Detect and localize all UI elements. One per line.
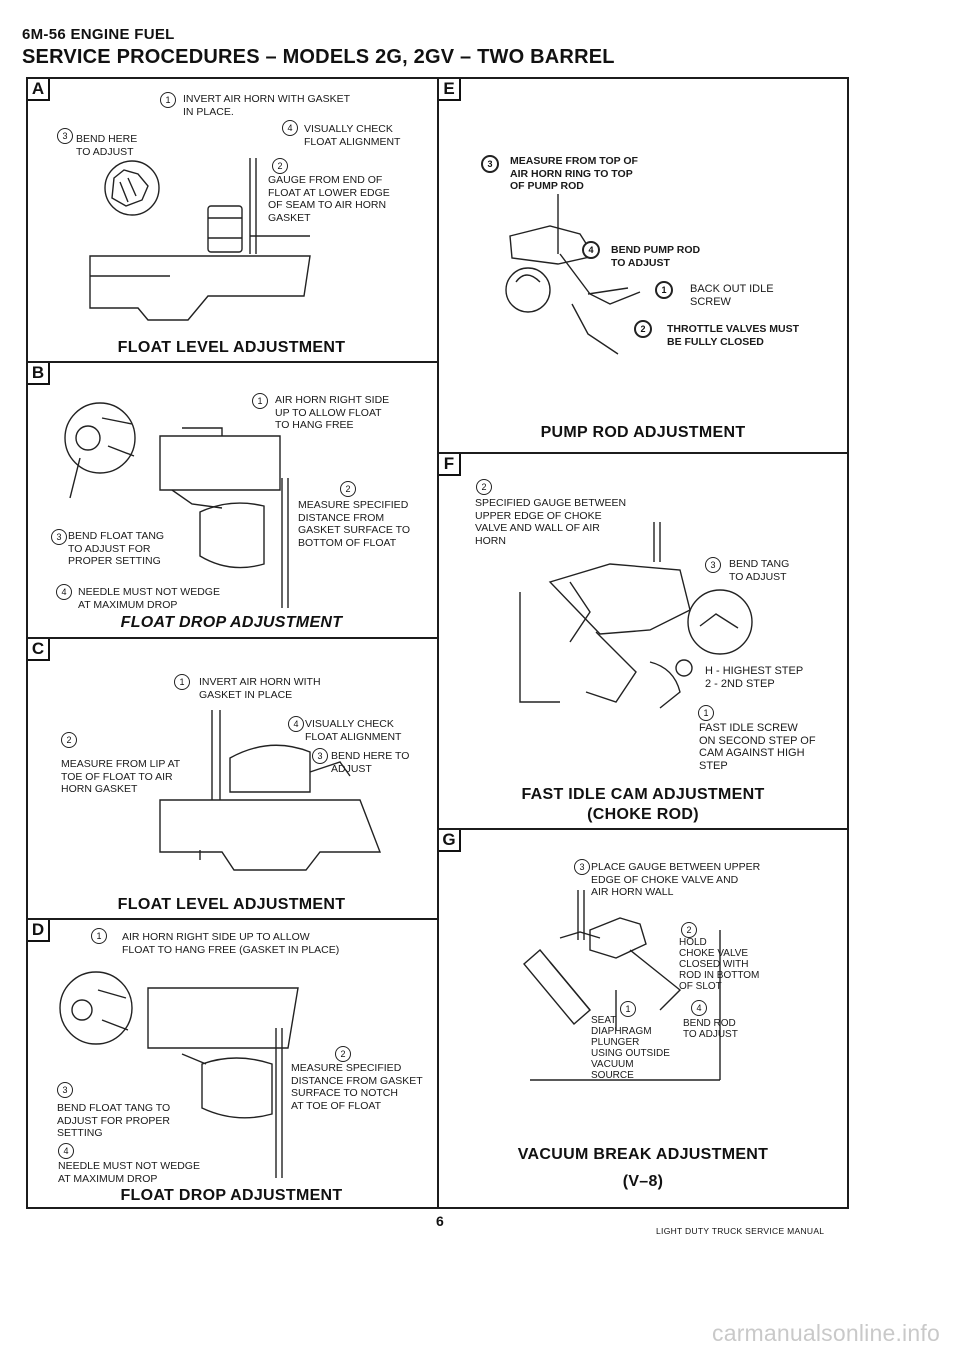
callout-number: 4 [58, 1143, 74, 1159]
panel-letter-f: F [439, 454, 461, 476]
callout-number: 4 [282, 120, 298, 136]
callout-text: MEASURE FROM LIP AT TOE OF FLOAT TO AIR … [61, 758, 181, 795]
panel-title-c: FLOAT LEVEL ADJUSTMENT [117, 896, 346, 913]
callout-text: VISUALLY CHECK FLOAT ALIGNMENT [305, 718, 402, 743]
divider-a-b [26, 361, 437, 363]
vacuum-break-illustration-g [520, 890, 760, 1080]
callout-text: NEEDLE MUST NOT WEDGE AT MAXIMUM DROP [78, 586, 220, 611]
callout-number: 2 [335, 1046, 351, 1062]
divider-e-f [437, 452, 849, 454]
callout-text: BACK OUT IDLE SCREW [690, 283, 774, 308]
panel-title-a: FLOAT LEVEL ADJUSTMENT [117, 339, 346, 356]
panel-letter-e: E [439, 79, 461, 101]
callout-number: 3 [57, 128, 73, 144]
callout-number: 2 [340, 481, 356, 497]
watermark: carmanualsonline.info [712, 1320, 940, 1346]
callout-number: 3 [705, 557, 721, 573]
callout-number: 2 [272, 158, 288, 174]
callout-number: 4 [691, 1000, 707, 1016]
divider-b-c [26, 637, 437, 639]
column-divider [437, 77, 439, 1209]
callout-number: 2 [634, 320, 652, 338]
panel-title-d: FLOAT DROP ADJUSTMENT [120, 1187, 343, 1204]
callout-number: 3 [481, 155, 499, 173]
callout-text: BEND FLOAT TANG TO ADJUST FOR PROPER SET… [68, 530, 165, 567]
callout-text: PLACE GAUGE BETWEEN UPPER EDGE OF CHOKE … [591, 861, 761, 898]
callout-number: 2 [61, 732, 77, 748]
float-level-illustration-c [160, 710, 390, 875]
divider-f-g [437, 828, 849, 830]
callout-text: VISUALLY CHECK FLOAT ALIGNMENT [304, 123, 401, 148]
callout-number: 3 [574, 859, 590, 875]
section-heading: 6M-56 ENGINE FUEL [22, 26, 175, 43]
callout-text: AIR HORN RIGHT SIDE UP TO ALLOW FLOAT TO… [122, 931, 340, 956]
callout-text: BEND TANG TO ADJUST [729, 558, 790, 583]
panel-letter-d: D [28, 920, 50, 942]
manual-name: LIGHT DUTY TRUCK SERVICE MANUAL [656, 1226, 825, 1236]
callout-number: 4 [56, 584, 72, 600]
callout-number: 3 [51, 529, 67, 545]
callout-text: SEAT DIAPHRAGM PLUNGER USING OUTSIDE VAC… [591, 1015, 670, 1081]
callout-number: 1 [174, 674, 190, 690]
callout-text: BEND HERE TO ADJUST [331, 750, 410, 775]
callout-text: SPECIFIED GAUGE BETWEEN UPPER EDGE OF CH… [475, 497, 627, 547]
panel-title-b: FLOAT DROP ADJUSTMENT [120, 614, 343, 631]
callout-number: 1 [160, 92, 176, 108]
callout-number: 1 [620, 1001, 636, 1017]
panel-title-g: VACUUM BREAK ADJUSTMENT (V–8) [517, 1146, 769, 1190]
panel-title-e: PUMP ROD ADJUSTMENT [540, 424, 746, 441]
float-drop-illustration-b [52, 398, 302, 608]
callout-text: BEND FLOAT TANG TO ADJUST FOR PROPER SET… [57, 1102, 171, 1139]
callout-text: THROTTLE VALVES MUST BE FULLY CLOSED [667, 323, 800, 348]
callout-number: 4 [288, 716, 304, 732]
callout-text: BEND ROD TO ADJUST [683, 1018, 738, 1040]
fast-idle-cam-illustration-f [510, 522, 760, 722]
panel-letter-a: A [28, 79, 50, 101]
callout-text: MEASURE FROM TOP OF AIR HORN RING TO TOP… [510, 155, 638, 192]
callout-number: 3 [57, 1082, 73, 1098]
callout-number: 4 [582, 241, 600, 259]
step-legend: H - HIGHEST STEP 2 - 2ND STEP [705, 665, 804, 690]
callout-text: MEASURE SPECIFIED DISTANCE FROM GASKET S… [298, 499, 411, 549]
callout-text: AIR HORN RIGHT SIDE UP TO ALLOW FLOAT TO… [275, 394, 390, 431]
callout-text: FAST IDLE SCREW ON SECOND STEP OF CAM AG… [699, 722, 816, 772]
panel-title-f: FAST IDLE CAM ADJUSTMENT (CHOKE ROD) [521, 786, 765, 823]
callout-number: 2 [476, 479, 492, 495]
callout-text: MEASURE SPECIFIED DISTANCE FROM GASKET S… [291, 1062, 423, 1112]
callout-text: NEEDLE MUST NOT WEDGE AT MAXIMUM DROP [58, 1160, 200, 1185]
panel-letter-g: G [439, 830, 461, 852]
callout-number: 1 [698, 705, 714, 721]
callout-text: INVERT AIR HORN WITH GASKET IN PLACE. [183, 93, 351, 118]
page-number: 6 [436, 1213, 444, 1229]
float-drop-illustration-d [52, 968, 322, 1178]
callout-text: GAUGE FROM END OF FLOAT AT LOWER EDGE OF… [268, 174, 390, 224]
callout-number: 1 [91, 928, 107, 944]
callout-number: 1 [655, 281, 673, 299]
panel-letter-c: C [28, 639, 50, 661]
page-title: SERVICE PROCEDURES – MODELS 2G, 2GV – TW… [22, 46, 615, 68]
callout-number: 1 [252, 393, 268, 409]
callout-number: 3 [312, 748, 328, 764]
panel-letter-b: B [28, 363, 50, 385]
callout-text: INVERT AIR HORN WITH GASKET IN PLACE [199, 676, 321, 701]
callout-text: BEND HERE TO ADJUST [76, 133, 138, 158]
callout-text: BEND PUMP ROD TO ADJUST [611, 244, 701, 269]
callout-number: 2 [681, 922, 697, 938]
pump-rod-illustration-e [498, 194, 668, 364]
callout-text: HOLD CHOKE VALVE CLOSED WITH ROD IN BOTT… [679, 937, 760, 992]
float-level-illustration-a [80, 158, 320, 333]
divider-c-d [26, 918, 437, 920]
